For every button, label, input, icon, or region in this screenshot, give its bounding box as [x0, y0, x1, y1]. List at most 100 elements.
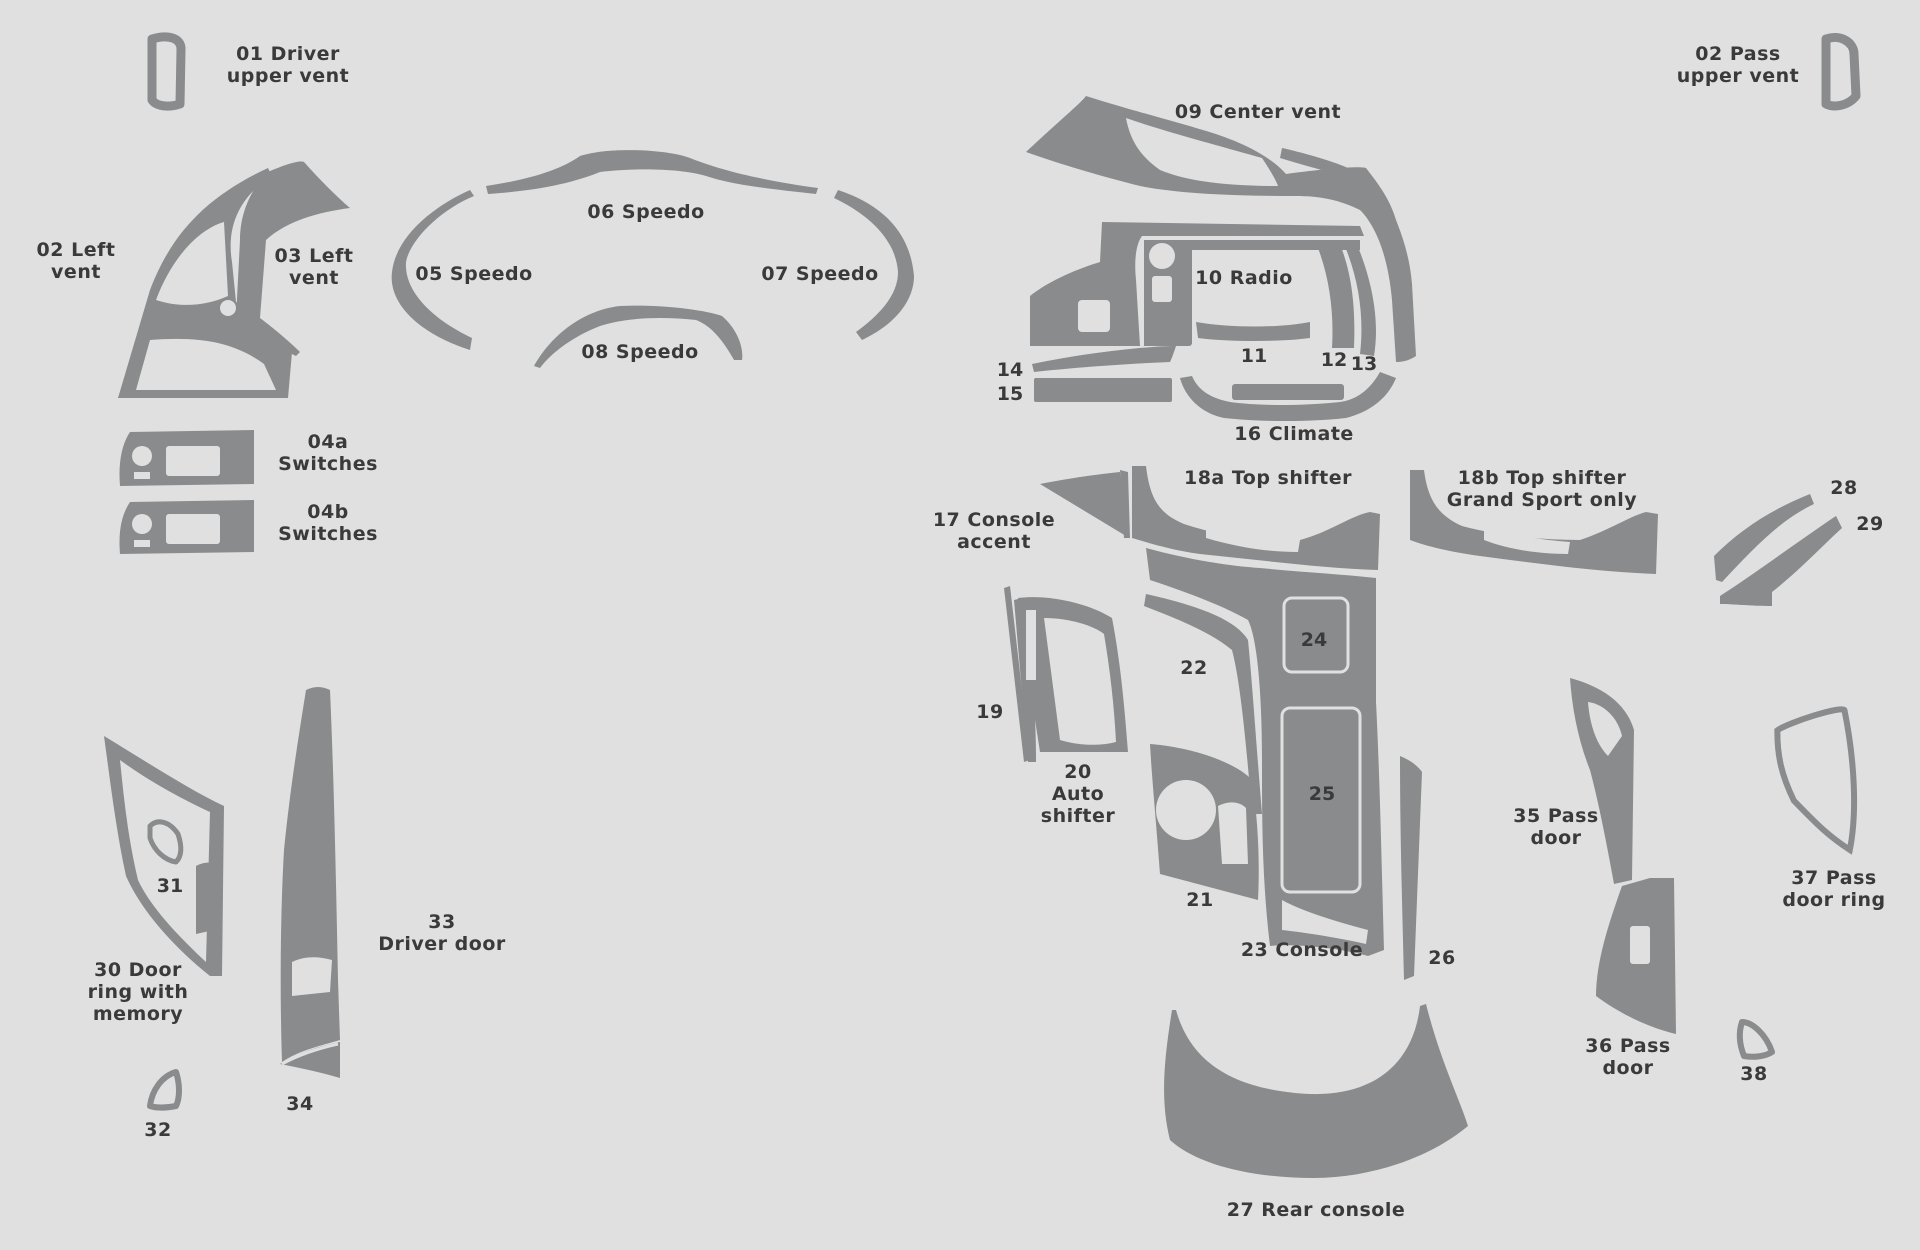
- label-04a-line2: Switches: [278, 453, 378, 475]
- label-30-line3: memory: [93, 1003, 183, 1025]
- part-18b-slot: [1484, 528, 1570, 554]
- part-05-speedo: [391, 190, 474, 350]
- part-33-hole: [292, 957, 332, 996]
- part-37-pass-door-ring: [1774, 706, 1858, 855]
- label-35-line1: 35 Pass: [1513, 805, 1598, 827]
- label-02-pass-line1: 02 Pass: [1695, 43, 1780, 65]
- part-36-hole: [1630, 926, 1650, 964]
- label-36-line1: 36 Pass: [1585, 1035, 1670, 1057]
- part-24-hole-frame: [1282, 596, 1350, 674]
- label-31: 31: [157, 875, 183, 897]
- label-05: 05 Speedo: [415, 263, 532, 285]
- label-30-line1: 30 Door: [94, 959, 182, 981]
- part-17-console-accent: [1040, 472, 1126, 536]
- part-22: [1144, 594, 1262, 814]
- label-02-pass-line2: upper vent: [1677, 65, 1799, 87]
- label-26: 26: [1428, 947, 1455, 969]
- label-37-line2: door ring: [1782, 889, 1885, 911]
- part-11: [1196, 322, 1310, 341]
- label-28: 28: [1830, 477, 1857, 499]
- part-06-speedo: [486, 150, 818, 194]
- label-33-line2: Driver door: [378, 933, 506, 955]
- label-08: 08 Speedo: [581, 341, 698, 363]
- part-09-center-vent: [1026, 96, 1416, 362]
- part-10-radio-slot: [1152, 276, 1172, 302]
- part-26: [1400, 756, 1422, 980]
- part-09-hole: [1126, 118, 1278, 186]
- label-33-line1: 33: [428, 911, 455, 933]
- label-09: 09 Center vent: [1175, 101, 1341, 123]
- part-38: [1736, 1019, 1775, 1060]
- part-30-strip: [196, 862, 214, 934]
- part-07-speedo: [834, 190, 914, 340]
- label-32: 32: [144, 1119, 171, 1141]
- label-15: 15: [997, 383, 1023, 405]
- part-23-lower: [1282, 900, 1368, 944]
- part-18a-slot: [1206, 526, 1300, 552]
- part-30-hole: [120, 760, 210, 962]
- label-27: 27 Rear console: [1227, 1199, 1405, 1221]
- part-20-strip: [1026, 610, 1036, 680]
- part-04a-hole-rect: [166, 446, 220, 476]
- part-14: [1032, 346, 1176, 372]
- label-17-line1: 17 Console: [933, 509, 1055, 531]
- part-10-radio-right2: [1344, 242, 1376, 356]
- label-30-line2: ring with: [88, 981, 189, 1003]
- part-10-radio-right: [1318, 244, 1355, 348]
- label-34: 34: [286, 1093, 313, 1115]
- label-06: 06 Speedo: [587, 201, 704, 223]
- label-20-line3: shifter: [1041, 805, 1116, 827]
- label-38: 38: [1740, 1063, 1767, 1085]
- part-10-radio-left-hole: [1078, 300, 1110, 332]
- part-02-left-vent-hole-lower: [136, 338, 276, 390]
- part-27-rear-console: [1164, 1004, 1468, 1178]
- part-02-left-vent-hole: [156, 222, 228, 305]
- label-18a: 18a Top shifter: [1184, 467, 1352, 489]
- label-11: 11: [1241, 345, 1267, 367]
- label-25: 25: [1309, 783, 1335, 805]
- label-04a-line1: 04a: [308, 431, 349, 453]
- part-04b-hole-circle: [132, 514, 152, 534]
- part-10-radio-knob-hole: [1149, 243, 1175, 269]
- part-21-hole-rect: [1218, 802, 1248, 864]
- label-19: 19: [976, 701, 1003, 723]
- part-28: [1714, 494, 1814, 582]
- part-33-driver-door: [280, 687, 340, 1062]
- part-16-climate: [1180, 372, 1396, 421]
- part-09-strip: [1280, 148, 1348, 176]
- part-03-left-vent: [236, 161, 350, 356]
- part-04b-hole-rect: [166, 514, 220, 544]
- part-20-hole: [1044, 618, 1116, 745]
- label-18b-line2: Grand Sport only: [1447, 489, 1638, 511]
- part-16-climate-inner: [1232, 384, 1344, 400]
- label-18b-line1: 18b Top shifter: [1458, 467, 1627, 489]
- label-12: 12: [1321, 349, 1347, 371]
- label-02-left-line1: 02 Left: [37, 239, 116, 261]
- label-35-line2: door: [1530, 827, 1581, 849]
- label-29: 29: [1856, 513, 1883, 535]
- part-35-hole: [1588, 702, 1622, 756]
- part-31: [147, 819, 184, 865]
- label-37-line1: 37 Pass: [1791, 867, 1876, 889]
- part-01-driver-upper-vent: [147, 32, 186, 111]
- label-01-line1: 01 Driver: [236, 43, 340, 65]
- label-17-line2: accent: [957, 531, 1031, 553]
- label-16: 16 Climate: [1234, 423, 1354, 445]
- part-21-hole-circle: [1156, 780, 1216, 840]
- label-01-line2: upper vent: [227, 65, 349, 87]
- part-29: [1720, 516, 1842, 606]
- label-10: 10 Radio: [1195, 267, 1293, 289]
- label-04b-line2: Switches: [278, 523, 378, 545]
- part-23-console: [1146, 548, 1384, 956]
- part-08-speedo: [534, 305, 743, 368]
- label-04b-line1: 04b: [307, 501, 349, 523]
- part-04a-hole-circle: [132, 446, 152, 466]
- part-02-pass-upper-vent: [1821, 33, 1861, 111]
- label-03-line1: 03 Left: [275, 245, 354, 267]
- part-18b-top-shifter: [1410, 470, 1658, 574]
- label-20-line1: 20: [1064, 761, 1091, 783]
- label-24: 24: [1301, 629, 1327, 651]
- part-15: [1034, 378, 1172, 402]
- part-10-radio-left: [1030, 222, 1364, 346]
